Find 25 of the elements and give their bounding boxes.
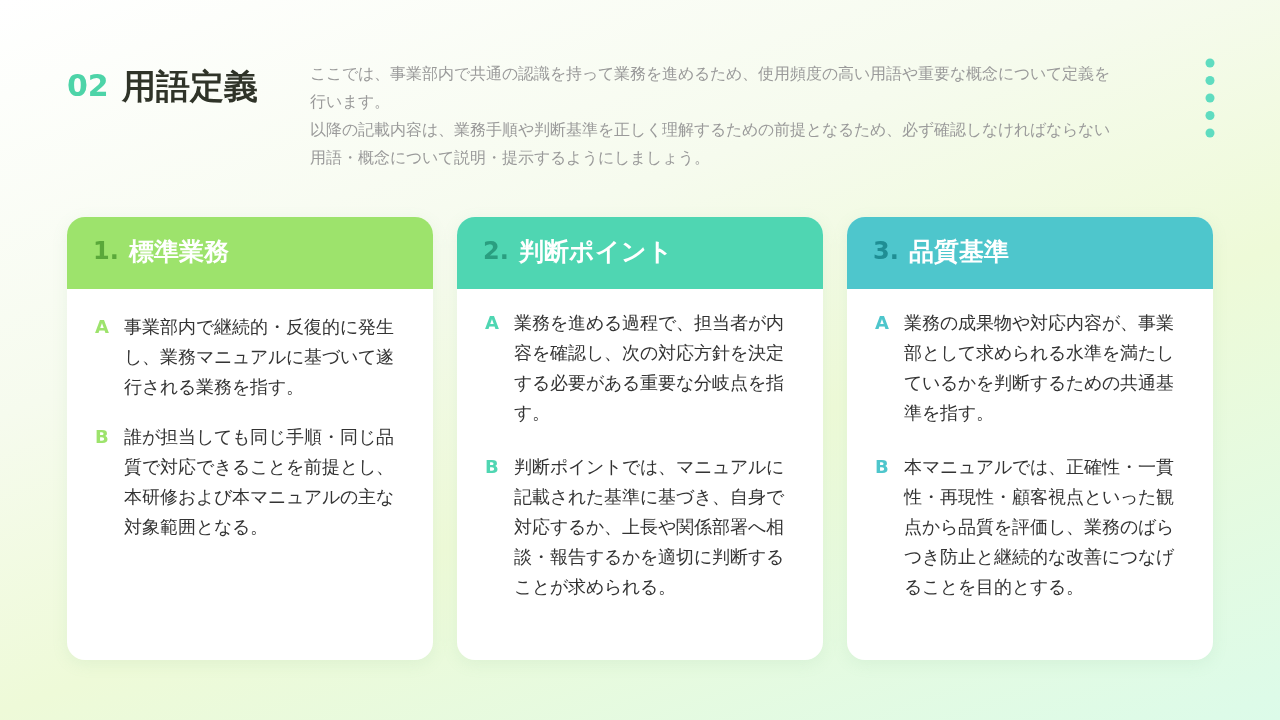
card-heading: 標準業務 <box>129 236 229 268</box>
definition-card <box>67 217 433 660</box>
description-text: ここでは、事業部内で共通の認識を持って業務を進めるため、使用頻度の高い用語や重要な概念について定義を行います。 <box>310 63 1110 113</box>
item-marker: A <box>485 312 499 333</box>
definition-card <box>457 217 823 660</box>
card-number: 1. <box>93 237 119 265</box>
definition-text: 判断ポイントでは、マニュアルに記載された基準に基づき、自身で対応するか、上長や関係部署へ相談・報告するかを適切に判断することが求められる。 <box>514 455 785 599</box>
slide-title: 用語定義 <box>122 65 258 108</box>
item-marker: B <box>95 426 109 447</box>
definition-card <box>847 217 1213 660</box>
definition-text: 業務を進める過程で、担当者が内容を確認し、次の対応方針を決定する必要がある重要な分岐点を指す。 <box>514 311 785 425</box>
card-heading: 判断ポイント <box>519 236 673 268</box>
definition-text: 業務の成果物や対応内容が、事業部として求められる水準を満たしているかを判断するための共通基準を指す。 <box>904 311 1175 425</box>
definition-text: 本マニュアルでは、正確性・一貫性・再現性・顧客視点といった観点から品質を評価し、業務のばらつき防止と継続的な改善につなげることを目的とする。 <box>904 455 1175 599</box>
item-marker: B <box>485 456 499 477</box>
item-marker: B <box>875 456 889 477</box>
card-number: 3. <box>873 237 899 265</box>
section-number: 02 <box>67 68 109 103</box>
card-heading: 品質基準 <box>909 236 1009 268</box>
definition-text: 事業部内で継続的・反復的に発生し、業務マニュアルに基づいて遂行される業務を指す。 <box>124 315 395 399</box>
item-marker: A <box>95 316 109 337</box>
item-marker: A <box>875 312 889 333</box>
definition-text: 誰が担当しても同じ手順・同じ品質で対応できることを前提とし、本研修および本マニュアルの主な対象範囲となる。 <box>124 425 395 539</box>
card-number: 2. <box>483 237 509 265</box>
description-text: 以降の記載内容は、業務手順や判断基準を正しく理解するための前提となるため、必ず確認しなければならない用語・概念について説明・提示するようにしましょう。 <box>310 119 1110 169</box>
